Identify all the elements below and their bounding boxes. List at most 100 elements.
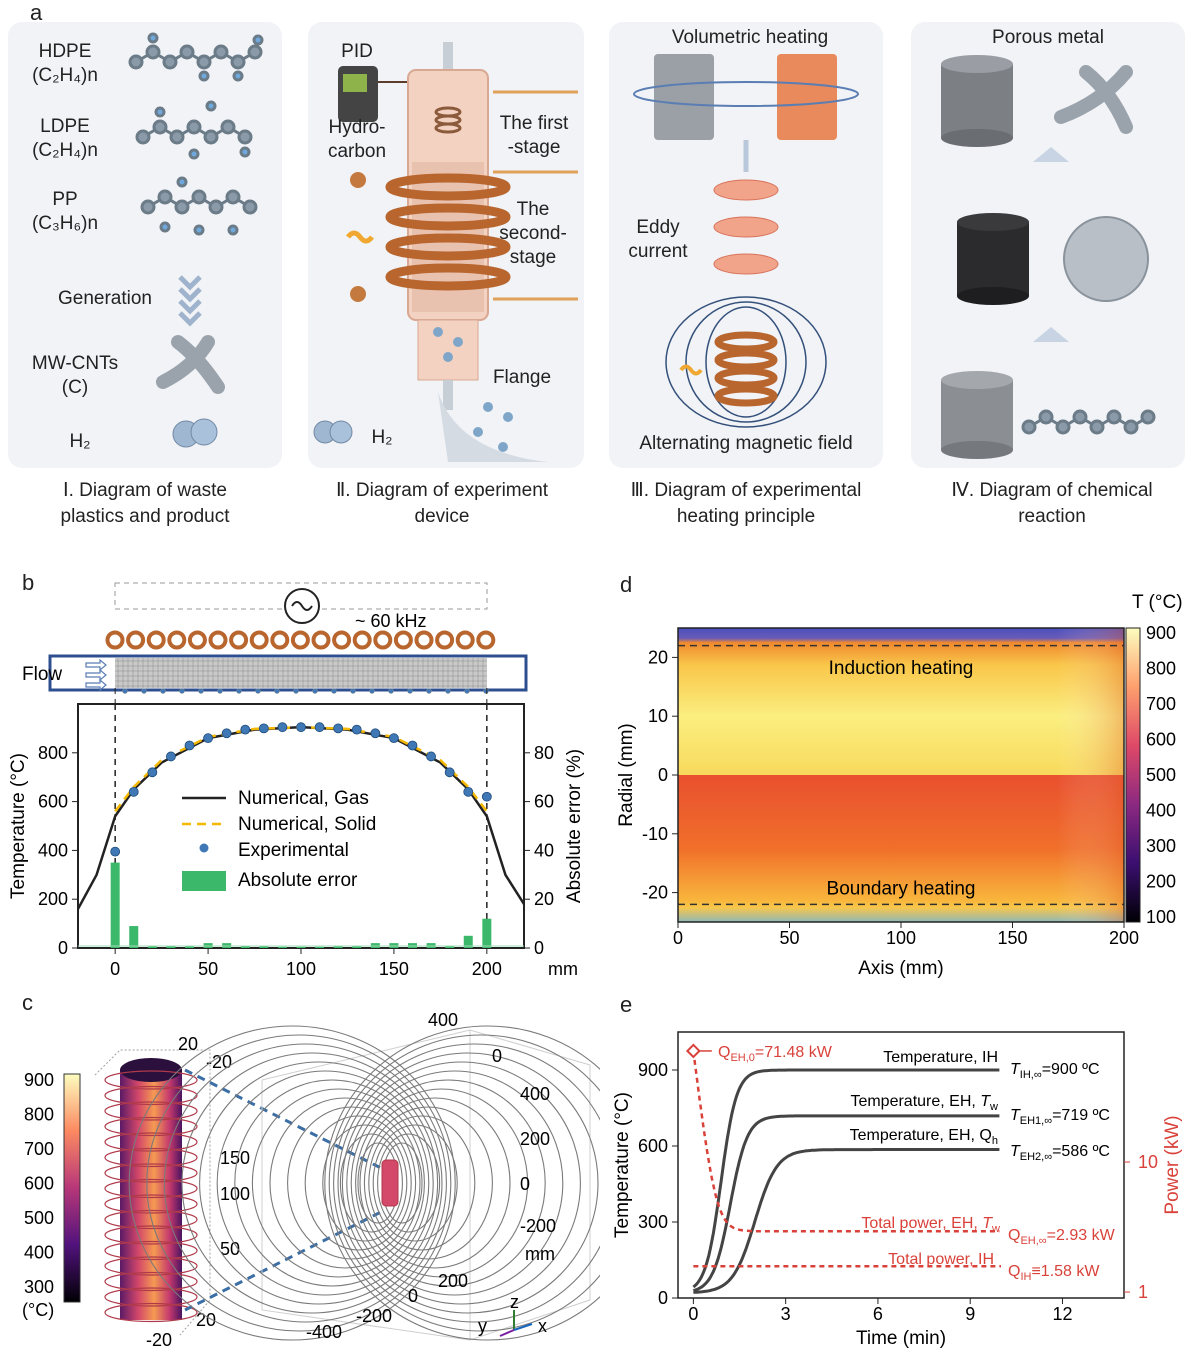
- curve-label: Temperature, IH: [883, 1049, 998, 1066]
- y-axis-title: Temperature (°C): [8, 753, 29, 899]
- panel-letter-e: e: [620, 992, 633, 1017]
- experimental-point: [426, 751, 436, 762]
- y-tick-label: 0: [658, 765, 668, 785]
- legend-swatch: [182, 871, 226, 891]
- y-tick-label: 200: [38, 889, 68, 909]
- coil-turn-icon: [290, 630, 310, 650]
- h2-label-2: H₂: [371, 427, 393, 448]
- error-bar: [166, 945, 176, 948]
- axis-label: 0: [520, 1174, 530, 1194]
- experimental-point: [444, 767, 455, 778]
- y-tick-label: 800: [38, 743, 68, 763]
- y2-tick-label: 80: [534, 743, 554, 763]
- xyz-axis-icon: z x y: [478, 1292, 547, 1337]
- initial-power-label: QEH,0=71.48 kW: [718, 1044, 833, 1064]
- initial-power-marker: [685, 1043, 701, 1059]
- magnetic-field-lines-icon: [665, 296, 827, 428]
- y-tick-label: 0: [58, 938, 68, 958]
- axis-label: 200: [438, 1271, 468, 1291]
- y2-tick-label: 0: [534, 938, 544, 958]
- x-tick-label: 150: [997, 928, 1027, 948]
- panel-letter-a: a: [30, 0, 43, 25]
- panel-a-box-2-art: [313, 42, 578, 462]
- probe-point: [122, 688, 128, 694]
- coil-ring: [104, 1302, 198, 1323]
- panel-a-box-4-art: [941, 55, 1156, 459]
- y-tick-label: -10: [642, 824, 668, 844]
- axis-label: mm: [525, 1244, 555, 1264]
- first-stage-label: The first-stage: [499, 113, 569, 158]
- generation-arrow-icon: [178, 275, 202, 327]
- y-tick-label: 600: [38, 792, 68, 812]
- coil-turn-icon: [352, 630, 372, 650]
- axis-label: 0: [492, 1046, 502, 1066]
- hdpe-label: HDPE(C₂H₄)n: [32, 41, 98, 86]
- coil-turn-icon: [476, 630, 496, 650]
- pp-label: PP(C₃H₆)n: [31, 189, 99, 234]
- flow-arrows: [493, 90, 578, 301]
- coil-ring: [104, 1287, 198, 1307]
- final-value-label: TIH,∞=900 ºC: [1010, 1061, 1100, 1081]
- x-axis-title: Axis (mm): [858, 958, 943, 979]
- annotation-label: Induction heating: [829, 658, 974, 679]
- coil-turn-icon: [373, 630, 393, 650]
- field-line: [377, 1133, 441, 1233]
- ldpe-molecule-icon: [135, 100, 253, 160]
- error-bar: [352, 945, 362, 948]
- coil-ring: [104, 1225, 198, 1245]
- experimental-point: [389, 733, 399, 744]
- field-line: [216, 1070, 434, 1296]
- axis-label: -400: [306, 1322, 342, 1342]
- field-line: [341, 1061, 581, 1305]
- field-line: [287, 1106, 417, 1260]
- experimental-point: [351, 724, 362, 735]
- temperature-curve: [693, 1148, 1000, 1294]
- error-bar: [129, 926, 139, 948]
- error-bar: [482, 918, 492, 948]
- annotation-label: Boundary heating: [827, 879, 976, 900]
- nanotube-icon: [156, 335, 225, 394]
- colorbar-tick-label: 600: [24, 1174, 54, 1194]
- coil-turn-icon: [126, 630, 146, 650]
- probe-point: [217, 688, 223, 694]
- legend-label: Absolute error: [238, 870, 358, 891]
- coil-turn-icon: [249, 630, 269, 650]
- y-tick-label: 400: [38, 840, 68, 860]
- probe-point: [312, 688, 318, 694]
- colorbar-tick-label: 900: [1146, 623, 1176, 643]
- power-label: Total power, EH, Tw: [861, 1215, 1000, 1235]
- field-line: [355, 1088, 529, 1278]
- induction-coil-icon: [714, 331, 778, 407]
- coil-ring: [104, 1271, 198, 1292]
- probe-point: [236, 688, 242, 694]
- field-line: [128, 1025, 456, 1341]
- h2-bubbles-icon: [433, 327, 513, 452]
- coil-turn-icon: [455, 630, 475, 650]
- panel-a-box-1-art: [128, 32, 264, 448]
- mwcnt-label: MW-CNTs(C): [31, 353, 119, 398]
- coil-ring: [104, 1240, 198, 1261]
- experimental-point: [128, 786, 139, 797]
- field-line: [322, 1124, 408, 1242]
- plot-frame: [677, 1031, 1125, 1299]
- x-unit-label: mm: [548, 959, 578, 979]
- x-tick-label: 12: [1052, 1304, 1072, 1324]
- error-bar: [147, 945, 157, 948]
- field-line: [368, 1115, 476, 1251]
- coil-turn-icon: [435, 630, 455, 650]
- flange-label: Flange: [492, 367, 552, 388]
- y-tick-label: 900: [638, 1060, 668, 1080]
- hdpe-molecule-icon: [128, 32, 264, 82]
- y2-tick-label: 40: [534, 840, 554, 860]
- flange-icon: [438, 392, 548, 462]
- experimental-point: [463, 786, 474, 797]
- x-tick-label: 9: [965, 1304, 975, 1324]
- x-tick-label: 50: [198, 959, 218, 979]
- porous-cylinder-icon: [654, 54, 714, 140]
- x-tick-label: 200: [472, 959, 502, 979]
- panel-b-chart: ~ 60 kHz Flow 05010015020000200400600800…: [8, 582, 585, 979]
- coil-turn-icon: [146, 630, 166, 650]
